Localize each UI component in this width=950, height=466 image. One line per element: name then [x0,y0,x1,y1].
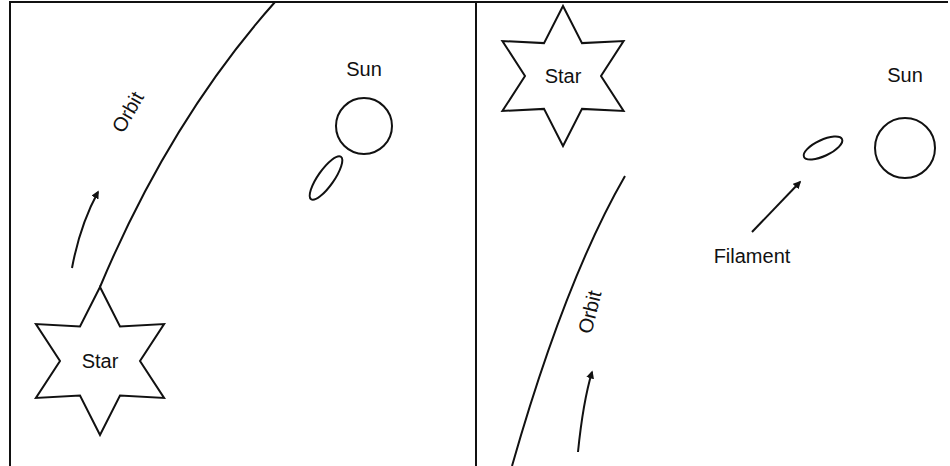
leader-arrow [752,182,800,232]
filament [801,132,846,164]
orbit-label: Orbit [108,88,149,137]
orbit-line [512,176,625,466]
star-label: Star [545,65,582,87]
sun-label: Sun [872,64,938,86]
panel-frame [10,2,948,466]
sun-filament [305,152,348,204]
sun-circle: Sun [872,64,938,180]
orbit-line [100,2,275,287]
star-shape: Star [28,285,172,437]
orbit-arrow [72,192,98,268]
sun-circle: Sun [330,58,398,156]
star-label: Star [82,350,119,372]
callout-label: Filament [714,245,791,267]
sun-label: Sun [330,58,398,80]
star-shape: Star [493,3,633,149]
orbit-label: Orbit [574,288,606,335]
panel-divider [475,2,477,466]
orbit-arrow [578,372,592,452]
